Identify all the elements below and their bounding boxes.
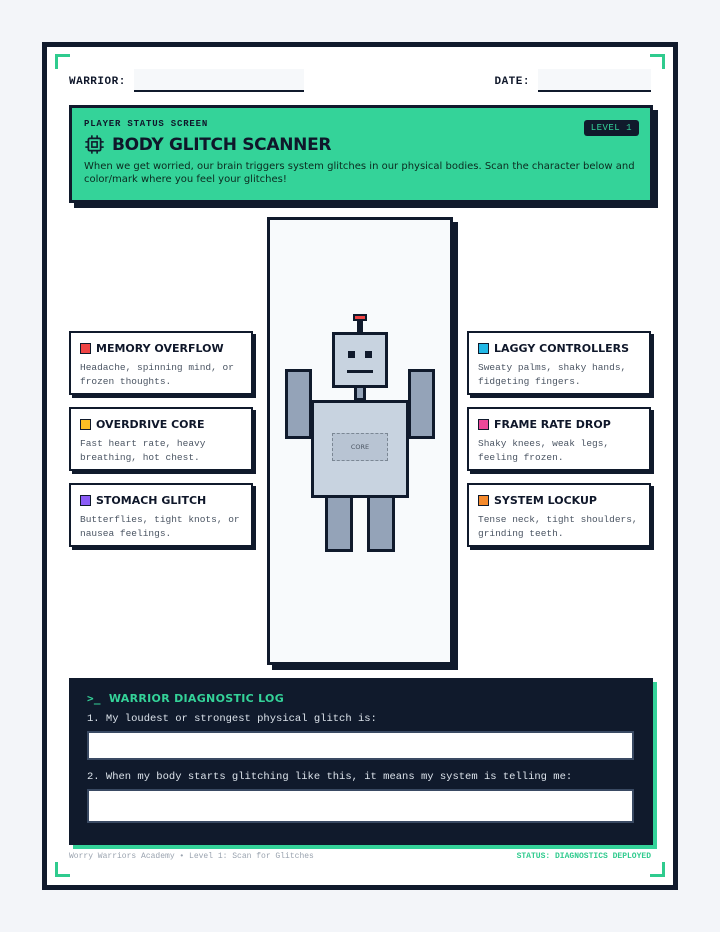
header-description: When we get worried, our brain triggers … — [84, 161, 635, 185]
log-answer-1-input[interactable] — [87, 731, 634, 760]
corner-bracket-bottom-left — [55, 862, 70, 877]
warrior-name-field: WARRIOR: — [69, 69, 304, 92]
glitch-card-system-lockup: SYSTEM LOCKUP Tense neck, tight shoulder… — [467, 483, 651, 547]
glitch-card-frame-rate-drop: FRAME RATE DROP Shaky knees, weak legs, f… — [467, 407, 651, 471]
glitch-title: MEMORY OVERFLOW — [96, 342, 224, 355]
color-swatch — [80, 495, 91, 506]
color-swatch — [80, 343, 91, 354]
robot-figure-panel[interactable]: CORE — [267, 217, 453, 665]
warrior-name-input[interactable] — [133, 69, 304, 92]
glitch-desc-line: feeling frozen. — [478, 451, 564, 463]
color-swatch — [478, 343, 489, 354]
glitch-desc-line: grinding teeth. — [478, 527, 564, 539]
glitch-desc-line: Butterflies, tight knots, or — [80, 514, 240, 525]
robot-mouth — [347, 370, 373, 373]
log-question-1: 1. My loudest or strongest physical glit… — [87, 713, 377, 725]
core-label: CORE — [350, 443, 370, 451]
warrior-label: WARRIOR: — [69, 76, 126, 88]
corner-bracket-bottom-right — [650, 862, 665, 877]
chip-icon — [85, 135, 104, 154]
corner-bracket-top-right — [650, 54, 665, 69]
diagnostic-log: >_ WARRIOR DIAGNOSTIC LOG 1. My loudest … — [69, 678, 653, 845]
date-field: DATE: — [494, 69, 651, 92]
robot-eye-right — [365, 351, 372, 358]
robot-leg-right[interactable] — [367, 495, 395, 552]
corner-bracket-top-left — [55, 54, 70, 69]
glitch-card-stomach-glitch: STOMACH GLITCH Butterflies, tight knots,… — [69, 483, 253, 547]
footer: Worry Warriors Academy • Level 1: Scan f… — [69, 852, 651, 861]
glitch-title: LAGGY CONTROLLERS — [494, 342, 630, 355]
glitch-desc-line: Shaky knees, weak legs, — [478, 438, 610, 449]
robot-antenna — [357, 321, 363, 333]
glitch-card-overdrive-core: OVERDRIVE CORE Fast heart rate, heavy bre… — [69, 407, 253, 471]
color-swatch — [478, 419, 489, 430]
log-question-2: 2. When my body starts glitching like th… — [87, 771, 573, 783]
glitch-desc-line: Fast heart rate, heavy — [80, 438, 206, 449]
robot-leg-left[interactable] — [325, 495, 353, 552]
color-swatch — [80, 419, 91, 430]
date-input[interactable] — [538, 69, 651, 92]
robot-arm-left[interactable] — [285, 369, 312, 439]
glitch-desc-line: nausea feelings. — [80, 527, 172, 539]
header-banner: PLAYER STATUS SCREEN LEVEL 1 BODY GLITCH… — [69, 105, 653, 203]
footer-status: STATUS: DIAGNOSTICS DEPLOYED — [516, 852, 651, 861]
footer-credit: Worry Warriors Academy • Level 1: Scan f… — [69, 852, 314, 861]
glitch-title: OVERDRIVE CORE — [96, 418, 205, 431]
robot-neck[interactable] — [354, 385, 366, 401]
glitch-title: FRAME RATE DROP — [494, 418, 611, 431]
robot-antenna-tip — [353, 314, 367, 321]
header-kicker: PLAYER STATUS SCREEN — [84, 119, 209, 129]
level-badge: LEVEL 1 — [583, 120, 639, 136]
robot-core[interactable]: CORE — [332, 433, 388, 461]
glitch-desc-line: Headache, spinning mind, or — [80, 362, 234, 373]
robot-arm-right[interactable] — [408, 369, 435, 439]
glitch-desc-line: Sweaty palms, shaky hands, — [478, 362, 627, 373]
robot-head[interactable] — [332, 332, 388, 388]
log-title-text: WARRIOR DIAGNOSTIC LOG — [108, 692, 285, 705]
terminal-prompt-icon: >_ — [87, 692, 101, 705]
robot-eye-left — [348, 351, 355, 358]
robot-torso[interactable]: CORE — [311, 400, 409, 498]
glitch-desc-line: Tense neck, tight shoulders, — [478, 514, 638, 525]
glitch-title: STOMACH GLITCH — [96, 494, 207, 507]
glitch-card-memory-overflow: MEMORY OVERFLOW Headache, spinning mind,… — [69, 331, 253, 395]
glitch-desc-line: fidgeting fingers. — [478, 375, 581, 387]
log-answer-2-input[interactable] — [87, 789, 634, 823]
page-title-text: BODY GLITCH SCANNER — [112, 134, 332, 155]
page-title: BODY GLITCH SCANNER — [84, 134, 638, 155]
color-swatch — [478, 495, 489, 506]
glitch-desc-line: frozen thoughts. — [80, 375, 172, 387]
glitch-desc-line: breathing, hot chest. — [80, 451, 200, 463]
glitch-card-laggy-controllers: LAGGY CONTROLLERS Sweaty palms, shaky ha… — [467, 331, 651, 395]
glitch-title: SYSTEM LOCKUP — [494, 494, 597, 507]
date-label: DATE: — [494, 76, 530, 88]
log-title: >_ WARRIOR DIAGNOSTIC LOG — [87, 692, 635, 705]
worksheet: WARRIOR: DATE: PLAYER STATUS SCREEN LEVE… — [42, 42, 678, 890]
